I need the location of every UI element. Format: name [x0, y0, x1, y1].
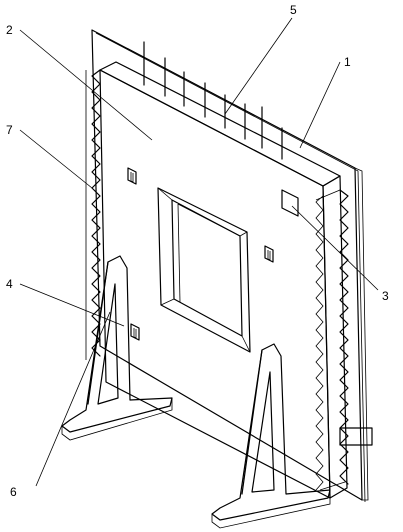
lifting-insert-icons [127, 167, 274, 341]
back-formwork-plate [91, 29, 369, 503]
callout-3: 3 [382, 289, 389, 303]
embedded-plate [281, 189, 299, 217]
leader-lines [19, 17, 379, 487]
right-side-connectors [315, 189, 349, 491]
top-rebars [143, 41, 283, 160]
callout-2: 2 [6, 23, 13, 37]
left-a-frame-support [61, 255, 173, 441]
callout-labels: 1 2 3 4 5 6 7 [6, 3, 389, 499]
callout-7: 7 [6, 123, 13, 137]
base-block [339, 427, 373, 446]
callout-4: 4 [6, 277, 13, 291]
callout-1: 1 [344, 55, 351, 69]
left-side-connectors [85, 69, 101, 360]
callout-5: 5 [290, 3, 297, 17]
callout-6: 6 [10, 485, 17, 499]
right-a-frame-support [211, 343, 331, 529]
window-opening [157, 187, 251, 353]
